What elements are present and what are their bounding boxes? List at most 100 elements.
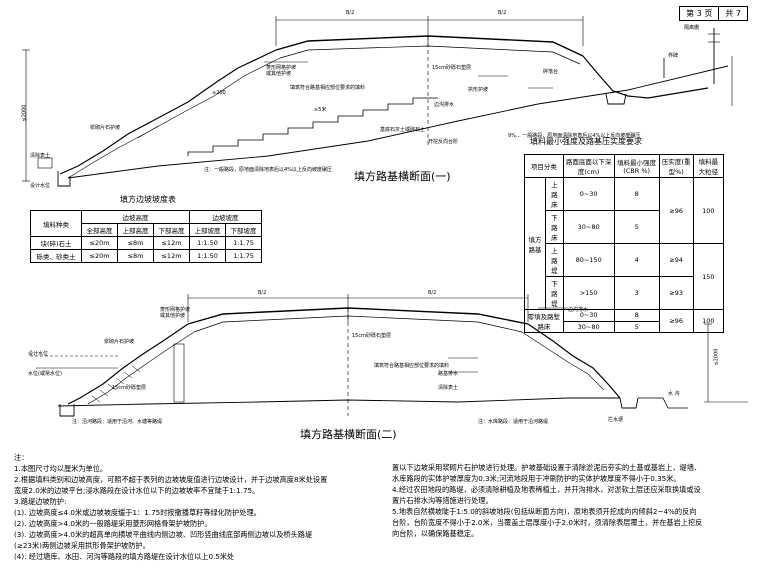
cbr-col-1: 路面底面以下深度(cm) <box>562 154 615 178</box>
slope-cell: 1:1.50 <box>189 249 226 263</box>
note-line: (1). 边坡高度≤4.0米或边坡坡度缓于1：1.75时按撒播草籽等绿化防护处理… <box>14 508 261 517</box>
note-line: 1.本图尺寸均以厘米为单位。 <box>14 464 108 473</box>
notes-left: 注： 1.本图尺寸均以厘米为单位。 2.根据填料类别和边坡高度，可照不超于表列的… <box>14 452 374 562</box>
cbr-cell: 上路堤 <box>544 243 564 277</box>
s2-label-11: 边沟排水 <box>568 307 589 313</box>
slope-col-grade: 边坡坡度 <box>189 210 262 224</box>
section-2-lines <box>30 294 748 417</box>
s1-label-11: 清除表土 <box>30 153 51 159</box>
cbr-cell: 5 <box>613 320 660 333</box>
cbr-table: 项目分类 路面底面以下深度(cm) 填料最小强度(CBR %) 压实度(重型%)… <box>524 154 725 333</box>
cbr-cell: ≥93 <box>658 276 694 310</box>
s2-label-5: 设计水位 <box>28 351 49 357</box>
slope-sub-1: 上部高度 <box>117 223 155 237</box>
cbr-col-3: 压实度(重型%) <box>658 154 694 178</box>
cbr-cell: 150 <box>692 243 725 310</box>
cbr-cell: 4 <box>613 243 660 277</box>
cbr-cell: ≥94 <box>658 243 694 277</box>
table-row: 填方路基 上路床 0~30 8 ≥96 100 <box>524 177 725 310</box>
table-row: 砾类、砂类土 ≤20m ≤8m ≤12m 1:1.50 1:1.75 <box>29 249 262 263</box>
s2-half-width-right: B/2 <box>428 290 437 296</box>
s2-half-width-left: B/2 <box>258 290 267 296</box>
s2-label-14: ≤2000 <box>713 348 720 366</box>
note-line: 注： <box>14 453 29 462</box>
cbr-cell: 8 <box>613 177 660 211</box>
page-sheet-label: 第 3 页 <box>686 9 713 18</box>
s1-label-14: 开挖反向台阶 <box>428 139 459 145</box>
s2-label-10: 清除表土 <box>438 385 459 391</box>
section-1-lines <box>22 16 733 187</box>
s2-label-1: 菱形网格护坡 <box>160 307 191 313</box>
cbr-group-label: 填方路基 <box>524 177 546 310</box>
section-2-title: 填方路基横断面(二) <box>300 428 397 441</box>
cbr-cell: 80~150 <box>562 243 615 277</box>
s1-label-2: 或其他护坡 <box>266 71 292 77</box>
cbr-cell: 零填及路堑路床 <box>524 309 564 333</box>
s1-label-3: 15cm砂砾石垫层 <box>432 65 471 71</box>
note-line: 5.地表自然横坡陡于1:5.0的斜坡地段(包括纵断面方向)，原地表须开挖成向内倾… <box>392 507 697 516</box>
slope-table-title: 填方边坡坡度表 <box>120 195 176 204</box>
cbr-cell: ≥96 <box>658 309 694 333</box>
s1-half-width-right: B/2 <box>498 10 507 16</box>
table-row: 下路床 30~80 5 <box>525 210 724 244</box>
s2-note-a: 注：沿河路段：适用于沿河、水塘等路堤 <box>72 419 163 425</box>
slope-col-height: 边坡高度 <box>81 210 191 224</box>
s1-label-9: 隔离栅 <box>684 25 700 31</box>
cbr-cell: 30~80 <box>562 320 615 333</box>
note-line: 宽度2.0米的边坡平台;浸水路段在设计水位以下的边坡坡率不宜陡于1:1.75。 <box>14 486 260 495</box>
cbr-cell: >150 <box>562 276 615 310</box>
slope-cell: 1:1.75 <box>225 236 262 250</box>
slope-cell: ≤8m <box>117 236 155 250</box>
note-line: 置以下边坡采用浆砌片石护坡进行处理。护坡基础设置于清除淤泥后夯实的土基或基岩上，… <box>392 463 702 472</box>
table-row: 上路堤 80~150 4 ≥94 150 <box>525 243 725 310</box>
note-line: (4). 经过塘库、水田、河沟等路段的填方路堤在设计水位以上0.5米处 <box>14 552 235 561</box>
cbr-cell: ≥96 <box>658 177 694 244</box>
cbr-table-title: 填料最小强度及路基压实度要求 <box>530 137 642 146</box>
slope-cell: ≤20m <box>81 236 119 250</box>
note-line: (3). 边坡高度>4.0米的超高单向横坡平曲线内侧边坡、凹形竖曲线底部两侧边坡… <box>14 530 313 539</box>
note-line: 向台阶，以确保路基稳定。 <box>392 529 479 538</box>
s2-label-4: 填筑符合路基相应部位要求的填料 <box>374 363 450 369</box>
cbr-col-4: 填料最大粒径 <box>692 154 725 178</box>
s2-label-6: 水位(或常水位) <box>28 371 62 377</box>
s1-label-13: 基底石灰土或碎石土 <box>380 127 426 133</box>
drawing-sheet: 第 3 页 共 7 <box>8 6 752 566</box>
slope-sub-0: 全部高度 <box>81 223 119 237</box>
s2-label-7: 15cm砂砾垫层 <box>112 385 146 391</box>
cbr-cell: 100 <box>692 177 725 244</box>
slope-table: 填料种类 边坡高度 边坡坡度 全部高度 上部高度 下部高度 上部坡度 下部坡度 … <box>29 210 262 263</box>
cross-section-drawings <box>22 16 748 417</box>
slope-cell: 1:1.50 <box>189 236 226 250</box>
slope-cell: ≤12m <box>153 236 191 250</box>
note-line: 4.经过农田地段的路堤，必须清除耕植及地表稀植土，并开沟排水，对淤软土层还应采取… <box>392 485 701 494</box>
s1-label-10: 界碑 <box>668 53 679 59</box>
s1-note-a: 注：一般路段，原地面清除地表后以4%以上反向坡度碾压 <box>204 167 332 173</box>
slope-sub-4: 下部坡度 <box>225 223 262 237</box>
s2-note-b: 注：水库路段：适用于沿河路堤 <box>478 419 549 425</box>
s1-note-b: 9%... 一般路段，原地面清除地表后以4%以上反向坡度碾压 <box>508 133 641 139</box>
s1-label-15: ≥200 <box>212 90 226 96</box>
cbr-col-2: 填料最小强度(CBR %) <box>613 154 660 178</box>
cbr-cell: 上路床 <box>544 177 564 211</box>
cbr-cell: 下路堤 <box>544 276 564 310</box>
s1-label-8: 浆砌片石护坡 <box>90 125 121 131</box>
slope-cell: 1:1.75 <box>225 249 262 263</box>
slope-cell: ≤12m <box>153 249 191 263</box>
s2-label-2: 或其他护坡 <box>160 313 186 319</box>
note-line: 水库路段的实体护坡厚度为0.3米;河流地段用于冲刷防护的实体护坡厚度不得小于0.… <box>392 474 681 483</box>
s2-label-8: 浆砌片石护坡 <box>104 339 135 345</box>
slope-sub-3: 上部坡度 <box>189 223 226 237</box>
slope-cell: ≤8m <box>117 249 155 263</box>
cbr-col-0: 项目分类 <box>524 154 564 178</box>
s1-label-4: 填筑符合路基相应部位要求的填料 <box>290 85 366 91</box>
cbr-cell: 下路床 <box>544 210 564 244</box>
s2-label-13: 水 沟 <box>668 391 680 397</box>
slope-sub-2: 下部高度 <box>153 223 191 237</box>
s1-label-7: 边沟排水 <box>434 102 455 108</box>
note-line: 3.路堤边坡防护: <box>14 497 67 506</box>
note-line: 台阶，台阶宽度不得小于2.0米，当覆盖土层厚度小于2.0米时，须清除表层覆土，并… <box>392 518 703 527</box>
table-row: 30~80 5 <box>525 320 724 333</box>
note-line: (2). 边坡高度>4.0米的一般路堤采用菱形网格骨架护坡防护。 <box>14 519 212 528</box>
s2-label-3: 15cm砂砾石垫层 <box>352 333 391 339</box>
table-row: 零填及路堑路床 0~30 8 ≥96 100 <box>524 309 725 333</box>
